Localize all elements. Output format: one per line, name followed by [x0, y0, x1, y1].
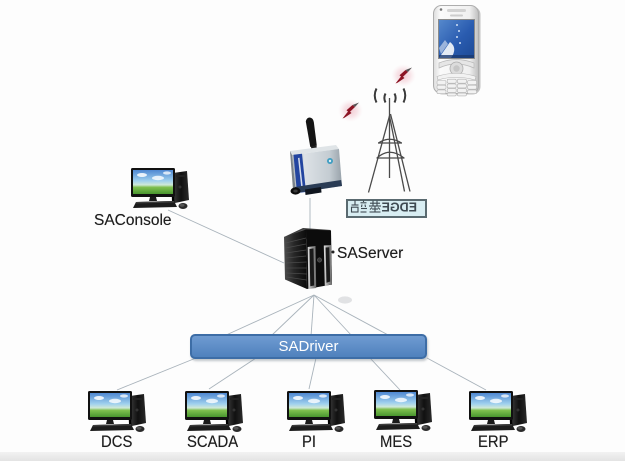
svg-text:EDGE: EDGE	[382, 201, 417, 215]
